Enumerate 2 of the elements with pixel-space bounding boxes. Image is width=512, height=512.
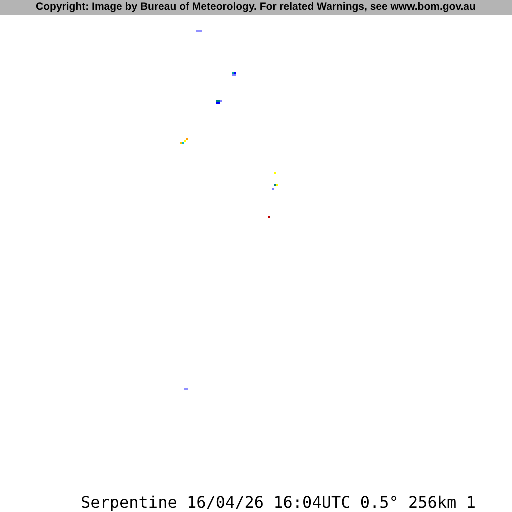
copyright-banner: Copyright: Image by Bureau of Meteorology. For related Warnings, see www.bom.gov.au [0, 0, 512, 15]
radar-info-caption: Serpentine 16/04/26 16:04UTC 0.5° 256km 1 [81, 493, 476, 512]
